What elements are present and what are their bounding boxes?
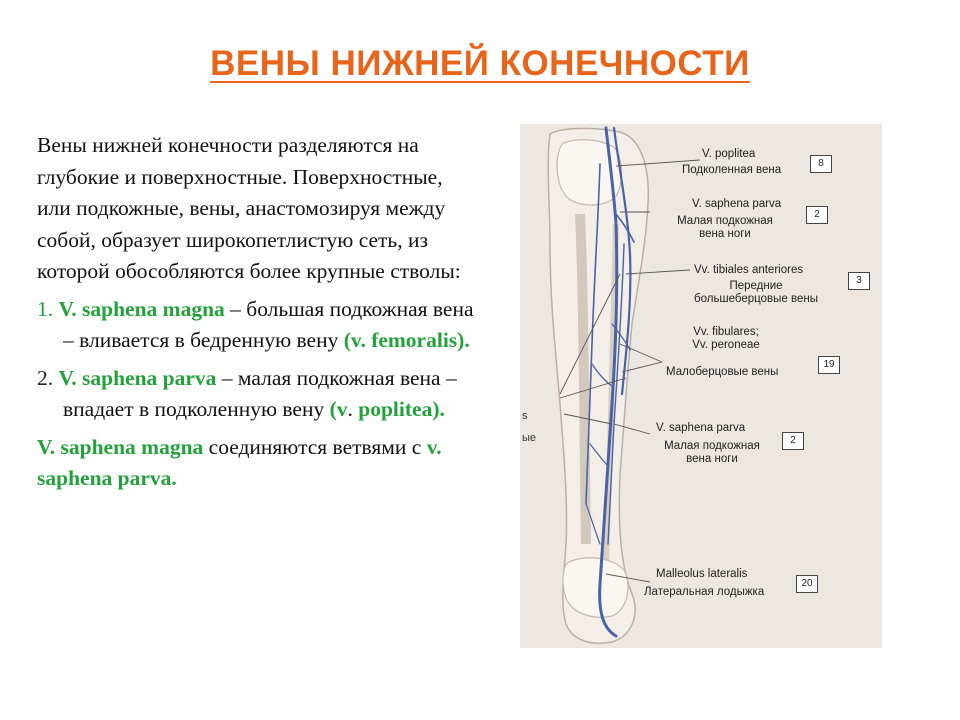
leader-lines: [559, 159, 701, 583]
intro-paragraph: Вены нижней конечности разделяются на гл…: [37, 133, 461, 283]
conclusion-text: соединяются ветвями с: [203, 434, 427, 459]
popliteal-vein: [612, 126, 632, 396]
label-malleolus-ru: Латеральная лодыжка: [644, 586, 765, 598]
label-fibulares-number: 19: [818, 356, 840, 374]
item1-text: – большая подкожная вена – вливается в б…: [63, 296, 474, 353]
label-tibiales-number: 3: [848, 272, 870, 290]
item2-number: 2.: [37, 365, 54, 390]
leg-illustration: [547, 126, 701, 644]
tibia-shaft: [575, 213, 591, 545]
label-saphena-parva-1-number: 2: [806, 206, 828, 224]
item1-number: 1.: [37, 296, 54, 321]
label-tibiales-ru: Передние большеберцовые вены: [694, 280, 818, 305]
label-tibiales-latin: Vv. tibiales anteriores: [694, 264, 804, 276]
label-saphena-parva-2-number: 2: [782, 432, 804, 450]
item2-latin2-b: poplitea).: [352, 397, 445, 421]
knee-bone: [556, 139, 623, 206]
item2-text: – малая подкожная вена – впадает в подко…: [63, 365, 457, 422]
label-poplitea-ru: Подколенная вена: [682, 164, 782, 176]
label-malleolus-number: 20: [796, 575, 818, 593]
list-item-1: 1. V. saphena magna – большая подкожная …: [37, 294, 477, 357]
figure-fragment-1: s: [522, 410, 528, 422]
label-saphena-parva-1-latin: V. saphena parva: [692, 198, 782, 210]
conclusion-latin2: v. saphena parva.: [37, 434, 442, 491]
label-poplitea-latin: V. poplitea: [702, 148, 756, 160]
leg-veins-figure: V. poplitea Подколенная вена 8 V. saphen…: [520, 124, 882, 648]
item1-latin: V. saphena magna: [58, 296, 225, 321]
label-fibulares-latin: Vv. fibulares; Vv. peroneae: [692, 326, 760, 351]
ankle-bone: [562, 557, 629, 618]
item2-latin2-a: (v: [329, 397, 348, 421]
conclusion-latin: V. saphena magna: [37, 434, 204, 459]
label-poplitea-number: 8: [810, 155, 832, 173]
saphena-parva-vein: [598, 126, 619, 638]
fibular-vein: [607, 243, 625, 545]
label-saphena-parva-1-ru: Малая подкожная вена ноги: [677, 215, 773, 240]
tibial-vein: [585, 163, 601, 505]
label-fibulares-ru: Малоберцовые вены: [666, 366, 779, 378]
figure-fragment-2: ые: [522, 432, 537, 444]
vein-network: [585, 126, 635, 638]
list-item-2: 2. V. saphena parva – малая подкожная ве…: [37, 363, 477, 426]
label-saphena-parva-2-ru: Малая подкожная вена ноги: [664, 440, 760, 465]
item2-latin: V. saphena parva: [58, 365, 217, 390]
label-malleolus-latin: Malleolus lateralis: [656, 568, 748, 580]
label-saphena-parva-2-latin: V. saphena parva: [656, 422, 746, 434]
item2-latin2-dot: .: [347, 397, 353, 421]
slide-title: ВЕНЫ НИЖНЕЙ КОНЕЧНОСТИ: [210, 44, 750, 83]
item1-latin2: (v. femoralis).: [343, 328, 470, 352]
conclusion-paragraph: V. saphena magna соединяются ветвями с v…: [37, 432, 477, 495]
text-block: Вены нижней конечности разделяются на гл…: [37, 130, 477, 495]
